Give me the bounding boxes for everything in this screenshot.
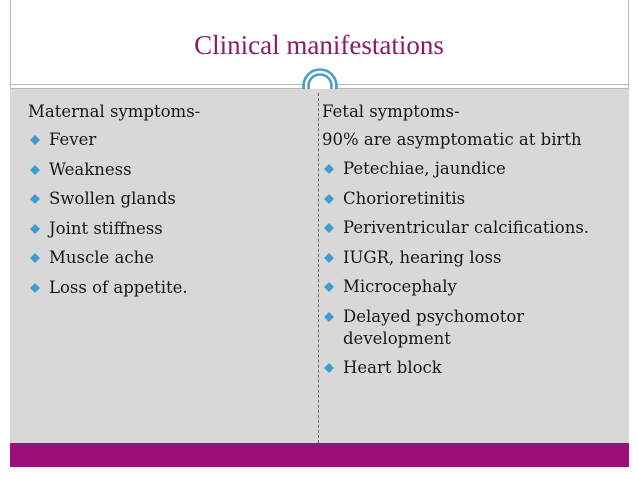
fetal-symptom-item: Delayed psychomotor development — [322, 306, 622, 350]
maternal-heading: Maternal symptoms- — [28, 102, 201, 121]
maternal-symptom-text: Fever — [49, 130, 97, 149]
diamond-bullet-icon — [30, 223, 40, 234]
fetal-symptom-item: Heart block — [322, 357, 622, 379]
maternal-symptom-item: Fever — [28, 129, 308, 151]
content-panel: Maternal symptoms- Fever Weakness Swolle… — [10, 89, 629, 443]
fetal-symptom-item: Petechiae, jaundice — [322, 158, 622, 180]
footer-accent-bar — [10, 443, 629, 467]
fetal-symptom-text: Heart block — [343, 358, 442, 377]
fetal-symptom-text: Chorioretinitis — [343, 188, 466, 208]
diamond-bullet-icon — [30, 135, 40, 145]
maternal-symptom-list: Fever Weakness Swollen glands Joint stif… — [28, 129, 308, 299]
diamond-bullet-icon — [324, 363, 334, 373]
maternal-symptom-text: Loss of appetite. — [49, 277, 188, 297]
fetal-subheading: 90% are asymptomatic at birth — [322, 130, 582, 149]
diamond-bullet-icon — [30, 253, 40, 263]
maternal-symptom-item: Joint stiffness — [28, 218, 308, 240]
column-divider — [318, 93, 319, 443]
fetal-symptom-item: Periventricular calcifications. — [322, 217, 622, 239]
diamond-bullet-icon — [324, 223, 334, 233]
diamond-bullet-icon — [324, 164, 334, 174]
fetal-symptom-item: Chorioretinitis — [322, 188, 622, 210]
maternal-symptom-text: Weakness — [49, 159, 132, 179]
diamond-bullet-icon — [324, 193, 334, 204]
diamond-bullet-icon — [30, 164, 40, 175]
frame-right-border — [628, 0, 629, 88]
fetal-symptom-item: Microcephaly — [322, 276, 622, 298]
maternal-symptom-item: Loss of appetite. — [28, 277, 308, 299]
maternal-symptom-text: Joint stiffness — [49, 218, 163, 238]
maternal-symptom-item: Swollen glands — [28, 188, 308, 210]
maternal-symptom-text: Swollen glands — [49, 189, 176, 208]
fetal-symptom-item: IUGR, hearing loss — [322, 247, 622, 269]
fetal-symptom-text: Microcephaly — [343, 277, 457, 296]
fetal-column: Fetal symptoms- 90% are asymptomatic at … — [322, 101, 622, 387]
diamond-bullet-icon — [324, 282, 334, 292]
fetal-symptom-text: Petechiae, jaundice — [343, 159, 506, 178]
maternal-symptom-item: Weakness — [28, 159, 308, 181]
diamond-bullet-icon — [30, 194, 40, 204]
maternal-symptom-item: Muscle ache — [28, 247, 308, 269]
maternal-column: Maternal symptoms- Fever Weakness Swolle… — [28, 101, 308, 306]
fetal-heading: Fetal symptoms- — [322, 102, 460, 121]
maternal-symptom-text: Muscle ache — [49, 248, 154, 267]
diamond-bullet-icon — [30, 282, 40, 293]
fetal-symptom-text: Delayed psychomotor development — [343, 306, 525, 348]
diamond-bullet-icon — [324, 252, 334, 263]
frame-left-border — [10, 0, 11, 88]
fetal-symptom-list: Petechiae, jaundice Chorioretinitis Peri… — [322, 158, 622, 379]
slide-title: Clinical manifestations — [194, 30, 444, 60]
diamond-bullet-icon — [324, 311, 334, 322]
fetal-symptom-text: Periventricular calcifications. — [343, 218, 590, 237]
fetal-symptom-text: IUGR, hearing loss — [343, 247, 502, 267]
footer-margin — [0, 467, 638, 479]
